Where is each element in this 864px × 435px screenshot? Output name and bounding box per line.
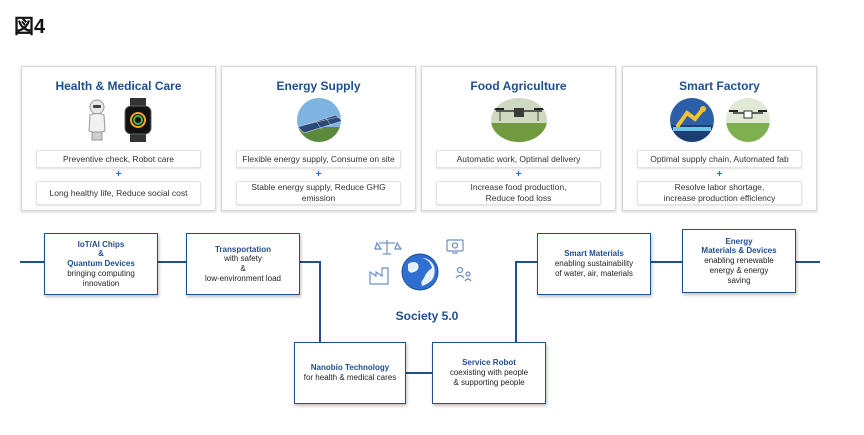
card-images [422, 97, 615, 143]
box-desc: with safety [224, 254, 262, 264]
card-images [22, 97, 215, 143]
robot-icon [83, 98, 111, 142]
card-benefit-2: Stable energy supply, Reduce GHG emissio… [236, 181, 401, 205]
agri-drone-icon [490, 97, 548, 143]
card-benefit-2-line-a: Resolve labor shortage, [675, 182, 765, 193]
card-benefit-1: Flexible energy supply, Consume on site [236, 150, 401, 168]
card-benefit-1: Preventive check, Robot care [36, 150, 201, 168]
box-desc: coexisting with people [450, 368, 528, 378]
globe-icon [402, 254, 438, 290]
plus-sign: + [623, 169, 816, 180]
box-title: Smart Materials [564, 249, 624, 259]
monitor-icon [447, 240, 463, 253]
box-desc: enabling sustainability [555, 259, 633, 269]
card-title: Smart Factory [623, 79, 816, 93]
box-title: Materials & Devices [701, 246, 776, 256]
box-desc: saving [727, 276, 750, 286]
card-smart-factory: Smart Factory Optimal supply ch [622, 66, 817, 211]
card-title: Energy Supply [222, 79, 415, 93]
box-desc: low-environment load [205, 274, 281, 284]
box-desc: & [240, 264, 245, 274]
factory-robot-icon [669, 97, 715, 143]
solar-panel-icon [296, 97, 342, 143]
card-benefit-2-line-b: Reduce food loss [486, 193, 552, 204]
box-title: Quantum Devices [67, 259, 135, 269]
card-food-agriculture: Food Agriculture Automatic work, Optimal… [421, 66, 616, 211]
card-title: Food Agriculture [422, 79, 615, 93]
card-benefit-1: Automatic work, Optimal delivery [436, 150, 601, 168]
scales-icon [375, 240, 401, 254]
card-images [222, 97, 415, 143]
box-smart-materials: Smart Materials enabling sustainability … [537, 233, 651, 295]
card-benefit-2-line-b: increase production efficiency [664, 193, 776, 204]
society-5-title: Society 5.0 [382, 309, 472, 323]
plus-sign: + [422, 169, 615, 180]
box-energy-materials-devices: Energy Materials & Devices enabling rene… [682, 229, 796, 293]
card-benefit-2: Increase food production, Reduce food lo… [436, 181, 601, 205]
card-benefit-2-line-a: Increase food production, [471, 182, 567, 193]
box-title: IoT/AI Chips [78, 240, 125, 250]
plus-sign: + [222, 169, 415, 180]
card-images [623, 97, 816, 143]
card-benefit-2: Resolve labor shortage, increase product… [637, 181, 802, 205]
people-icon [456, 268, 471, 282]
box-desc: energy & energy [710, 266, 769, 276]
box-desc: for health & medical cares [304, 373, 397, 383]
box-title: Nanobio Technology [311, 363, 390, 373]
box-nanobio-technology: Nanobio Technology for health & medical … [294, 342, 406, 404]
card-health-medical-care: Health & Medical Care Preventive check, … [21, 66, 216, 211]
box-title: Energy [725, 237, 752, 247]
box-title: Service Robot [462, 358, 516, 368]
box-desc: of water, air, materials [555, 269, 633, 279]
box-transportation: Transportation with safety & low-environ… [186, 233, 300, 295]
box-title: Transportation [215, 245, 271, 255]
box-service-robot: Service Robot coexisting with people & s… [432, 342, 546, 404]
card-benefit-1: Optimal supply chain, Automated fab [637, 150, 802, 168]
factory-icon [370, 268, 388, 284]
drone-icon [725, 97, 771, 143]
smartwatch-icon [121, 98, 155, 142]
plus-sign: + [22, 169, 215, 180]
card-benefit-2: Long healthy life, Reduce social cost [36, 181, 201, 205]
society-icon-cluster [364, 234, 488, 308]
card-title: Health & Medical Care [22, 79, 215, 93]
box-desc: enabling renewable [704, 256, 773, 266]
box-iot-ai-chips: IoT/AI Chips & Quantum Devices bringing … [44, 233, 158, 295]
box-desc: innovation [83, 279, 119, 289]
box-desc: & supporting people [453, 378, 524, 388]
box-desc: bringing computing [67, 269, 135, 279]
card-energy-supply: Energy Supply Flexible energy supply, Co… [221, 66, 416, 211]
box-title: & [98, 249, 104, 259]
